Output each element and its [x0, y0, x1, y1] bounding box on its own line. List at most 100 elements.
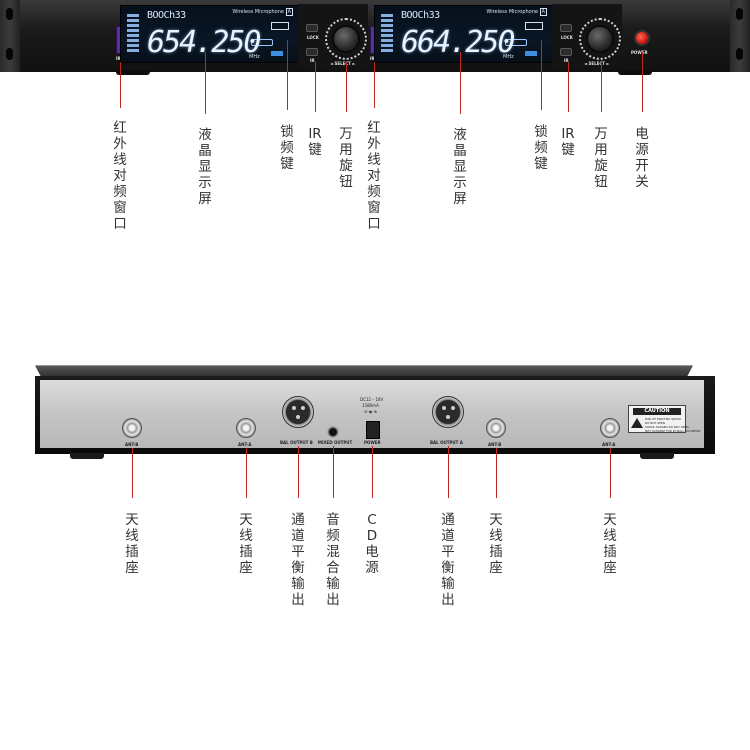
- callout-label: 天线插座: [239, 512, 253, 576]
- callout-leader: [448, 446, 449, 498]
- lcd-tag: [271, 51, 283, 56]
- callout-label: IR键: [308, 126, 322, 158]
- callout-label: 红外线对频窗口: [113, 120, 127, 232]
- dc-spec: DC12 – 18V: [360, 397, 384, 402]
- ir-button-label: IR: [310, 58, 315, 63]
- ir-button-1[interactable]: [306, 48, 318, 56]
- callout-label: 通道平衡输出: [291, 512, 305, 608]
- lcd-frequency: 654.250: [147, 25, 261, 60]
- ir-window-label-2: IR: [370, 56, 375, 61]
- knob-ring: [325, 18, 367, 60]
- callout-leader: [460, 52, 461, 114]
- ear-hole: [6, 8, 13, 20]
- dc-spec: 1580mA: [362, 403, 379, 408]
- knob-ring: [579, 18, 621, 60]
- xlr-output-b[interactable]: [282, 396, 314, 428]
- ir-window-label-1: IR: [116, 56, 121, 61]
- dc-power-jack[interactable]: [366, 421, 380, 439]
- warning-icon: [631, 418, 643, 428]
- lock-button-label: LOCK: [561, 35, 573, 40]
- callout-label: 通道平衡输出: [441, 512, 455, 608]
- power-button[interactable]: [634, 30, 650, 46]
- battery-icon: [525, 22, 543, 30]
- select-knob-2[interactable]: [586, 25, 614, 53]
- antenna-b2-jack[interactable]: [486, 418, 506, 438]
- callout-label: 天线插座: [489, 512, 503, 576]
- rf-indicator-icon: [505, 39, 527, 46]
- select-label: ◄ SELECT ►: [330, 61, 356, 66]
- lock-button-1[interactable]: [306, 24, 318, 32]
- antenna-b-jack[interactable]: [122, 418, 142, 438]
- callout-leader: [541, 40, 542, 110]
- callout-label: 锁频键: [534, 124, 548, 172]
- port-label: ANT-B: [488, 442, 502, 447]
- callout-leader: [642, 52, 643, 112]
- callout-leader: [372, 446, 373, 498]
- callout-label: 音频混合输出: [326, 512, 340, 608]
- callout-leader: [610, 448, 611, 498]
- callout-label: 液晶显示屏: [453, 127, 467, 207]
- callout-leader: [333, 446, 334, 498]
- power-button-label: POWER: [631, 50, 648, 55]
- rear-chassis-top: [35, 365, 693, 378]
- port-label: ANT-A: [602, 442, 616, 447]
- callout-leader: [132, 448, 133, 498]
- polarity-icon: ⊖-◉-⊕: [364, 409, 378, 414]
- rack-ear-right: [730, 0, 750, 72]
- port-label: ANT-A: [238, 442, 252, 447]
- callout-label: 液晶显示屏: [198, 127, 212, 207]
- lcd-channel: BOOCh33: [147, 10, 186, 21]
- rear-foot: [640, 453, 674, 459]
- ear-hole: [736, 48, 743, 60]
- ear-hole: [736, 8, 743, 20]
- front-foot: [618, 70, 652, 75]
- lock-button-label: LOCK: [307, 35, 319, 40]
- rear-foot: [70, 453, 104, 459]
- antenna-a2-jack[interactable]: [600, 418, 620, 438]
- callout-label: 红外线对频窗口: [367, 120, 381, 232]
- rf-indicator-icon: [251, 39, 273, 46]
- callout-label: 锁频键: [280, 124, 294, 172]
- callout-leader: [601, 62, 602, 112]
- callout-leader: [205, 52, 206, 114]
- xlr-output-a[interactable]: [432, 396, 464, 428]
- antenna-a-jack[interactable]: [236, 418, 256, 438]
- callout-leader: [568, 62, 569, 112]
- lcd-tag: [525, 51, 537, 56]
- callout-label: 万用旋钮: [339, 126, 353, 190]
- callout-leader: [374, 62, 375, 108]
- caution-title: CAUTION: [633, 408, 681, 415]
- ir-button-label: IR: [564, 58, 569, 63]
- port-label: MIXED OUTPUT: [318, 440, 353, 445]
- rf-level-bars: [381, 14, 393, 58]
- ear-hole: [6, 48, 13, 60]
- callout-label: 万用旋钮: [594, 126, 608, 190]
- lcd-model: Wireless Microphone A: [486, 8, 547, 16]
- select-knob-1[interactable]: [332, 25, 360, 53]
- front-foot: [116, 70, 150, 75]
- callout-leader: [346, 62, 347, 112]
- port-label: BAL OUTPUT B: [280, 440, 313, 445]
- rack-ear-left: [0, 0, 20, 72]
- port-label: ANT-B: [125, 442, 139, 447]
- lcd-model: Wireless Microphone A: [232, 8, 293, 16]
- port-label: POWER: [364, 440, 381, 445]
- control-panel-1: LOCK IR ◄ SELECT ►: [298, 4, 368, 66]
- callout-leader: [496, 448, 497, 498]
- mixed-output-jack[interactable]: [326, 425, 340, 439]
- select-label: ◄ SELECT ►: [584, 61, 610, 66]
- callout-label: 天线插座: [603, 512, 617, 576]
- port-label: BAL OUTPUT A: [430, 440, 463, 445]
- ir-button-2[interactable]: [560, 48, 572, 56]
- callout-label: CD电源: [365, 512, 379, 576]
- lcd-unit: MHz: [249, 54, 260, 60]
- lcd-display-1: BOOCh33 Wireless Microphone A 654.250 MH…: [120, 5, 300, 63]
- callout-label: 电源开关: [635, 126, 649, 190]
- lcd-display-2: BOOCh33 Wireless Microphone A 664.250 MH…: [374, 5, 554, 63]
- rf-level-bars: [127, 14, 139, 58]
- lock-button-2[interactable]: [560, 24, 572, 32]
- battery-icon: [271, 22, 289, 30]
- callout-leader: [246, 448, 247, 498]
- callout-leader: [287, 40, 288, 110]
- control-panel-2: LOCK IR ◄ SELECT ►: [552, 4, 622, 66]
